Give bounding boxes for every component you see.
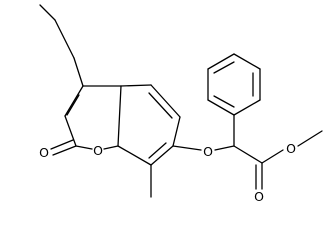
bond-propyl-c3-c4 <box>73 57 84 87</box>
bond-c6-c7 <box>172 116 181 147</box>
bond-c2-o1 <box>75 145 93 150</box>
bond-ph-6-1 <box>207 99 235 116</box>
ester-carbonyl-oxygen-label: O <box>254 189 264 204</box>
chemical-structure-diagram: O O O O O <box>39 4 323 204</box>
bond-ph-4-5-inner <box>213 61 235 74</box>
bond-ph-3-4 <box>233 53 261 70</box>
bond-c4-c3-inner <box>66 94 80 116</box>
bond-ph-6-1-inner <box>213 95 235 108</box>
bond-ch-ester-c <box>233 145 263 164</box>
bond-ester-c-methoxy-o <box>261 149 284 164</box>
bond-c7-ether-o <box>172 145 202 151</box>
bond-propyl-c2-c3 <box>54 19 75 59</box>
bond-ph-4-5 <box>207 53 235 70</box>
ring-oxygen-label: O <box>93 143 103 158</box>
bond-methoxy-o-ch3 <box>297 130 323 147</box>
bond-c4a-c8a <box>117 85 122 147</box>
ether-oxygen-label: O <box>203 144 213 159</box>
bond-ether-o-ch <box>214 145 235 151</box>
bond-propyl-c1-c2 <box>39 4 56 21</box>
bond-c7-c8 <box>150 145 174 166</box>
bond-c2-carbonyl-b <box>50 139 74 150</box>
bond-c8-c8a <box>117 145 152 166</box>
bond-c4-c3 <box>64 85 84 117</box>
bond-c3-c2 <box>64 115 77 147</box>
bond-c2-carbonyl-a <box>52 145 77 156</box>
bond-o1-c8a <box>103 145 119 150</box>
bond-ph-1-2 <box>233 99 261 116</box>
carbonyl-oxygen-label: O <box>39 145 49 160</box>
bond-c5-c6-inner <box>148 92 173 119</box>
bond-c5-c6 <box>150 84 181 118</box>
ester-methoxy-oxygen-label: O <box>286 141 296 156</box>
bond-c7-c8-inner <box>148 142 167 159</box>
bond-c4a-c5 <box>120 84 152 87</box>
